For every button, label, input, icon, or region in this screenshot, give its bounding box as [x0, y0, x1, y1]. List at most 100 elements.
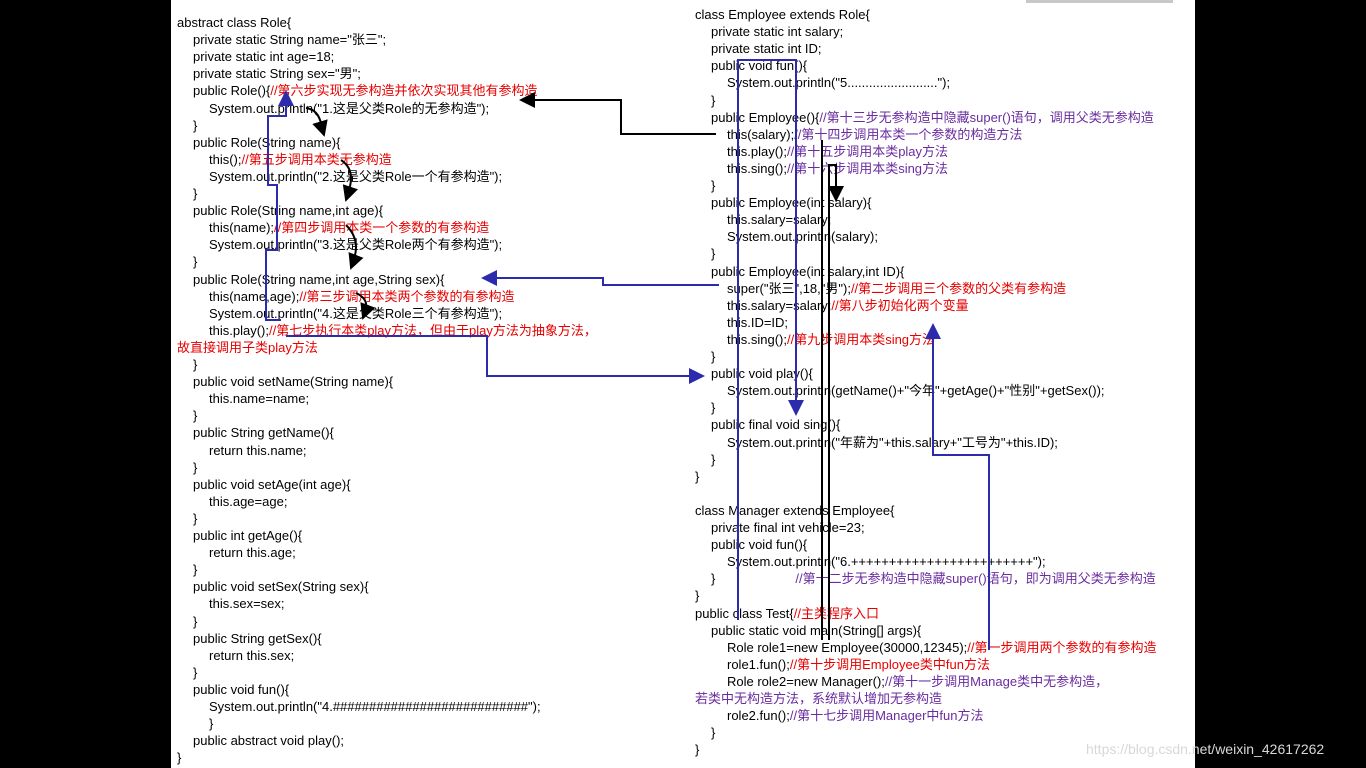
code-line: this(name);//第四步调用本类一个参数的有参构造 [209, 219, 489, 236]
code-line: } [193, 356, 197, 373]
code-text: System.out.println("4.这是父类Role三个有参构造"); [209, 305, 503, 321]
code-line: } [193, 253, 197, 270]
code-line: this.salary=salary;//第八步初始化两个变量 [727, 297, 969, 314]
code-text: public abstract void play(); [193, 733, 345, 749]
slide: abstract class Role{ private static Strin… [171, 0, 1195, 768]
code-text: this.name=name; [209, 391, 310, 407]
code-line: return this.name; [209, 442, 307, 459]
code-text: Role role1=new Employee(30000,12345); [727, 639, 968, 655]
code-text: System.out.println(salary); [727, 229, 878, 245]
code-text: public void play(){ [711, 366, 813, 382]
code-line: public Role(String name,int age){ [193, 202, 383, 219]
code-text: this.play(); [209, 322, 269, 338]
code-line: } [695, 468, 699, 485]
code-line: return this.sex; [209, 647, 294, 664]
code-line: } [177, 749, 181, 766]
code-line: System.out.println(getName()+"今年"+getAge… [727, 382, 1105, 399]
code-text: } [193, 117, 198, 133]
code-line: Role role2=new Manager();//第十一步调用Manage类… [727, 673, 1108, 690]
code-text: } [711, 178, 716, 193]
code-text: } [193, 664, 198, 680]
code-line: this();//第五步调用本类无参构造 [209, 151, 392, 168]
code-line: this.sex=sex; [209, 595, 285, 612]
code-text: private static int salary; [711, 24, 844, 40]
code-line: } [711, 245, 715, 262]
code-line: public class Test{//主类程序入口 [695, 605, 879, 622]
code-text: this(name); [209, 220, 275, 236]
code-comment: //第六步实现无参构造并依次实现其他有参构造 [270, 83, 538, 99]
code-text: return this.name; [209, 442, 307, 458]
code-line: public Employee(){//第十三步无参构造中隐藏super()语句… [711, 109, 1154, 126]
code-text: private static int age=18; [193, 49, 335, 65]
code-comment: //第五步调用本类无参构造 [241, 151, 392, 167]
code-text: public Role(String name,int age){ [193, 203, 384, 219]
code-line: public int getAge(){ [193, 527, 302, 544]
code-text: this.play(); [727, 143, 787, 159]
code-line: System.out.println("3.这是父类Role两个有参构造"); [209, 236, 502, 253]
code-line: System.out.println("1.这是父类Role的无参构造"); [209, 100, 489, 117]
code-text: } [695, 742, 700, 758]
code-line: 若类中无构造方法，系统默认增加无参构造 [695, 690, 942, 707]
code-text: this.sing(); [727, 160, 787, 176]
code-text: abstract class Role{ [177, 15, 292, 30]
code-line: this.salary=salary; [727, 211, 831, 228]
code-comment: //第十五步调用本类play方法 [786, 143, 949, 159]
code-line: public Employee(int salary,int ID){ [711, 263, 904, 280]
code-text: public Employee(int salary){ [711, 195, 872, 211]
code-comment: 故直接调用子类play方法 [177, 339, 318, 355]
code-text: class Employee extends Role{ [695, 7, 870, 22]
code-line: } [695, 741, 699, 758]
code-line: private final int vehicle=23; [711, 519, 865, 536]
code-comment: //第九步调用本类sing方法 [786, 331, 936, 347]
code-text: this(salary); [727, 126, 795, 142]
code-comment: //第十步调用Employee类中fun方法 [789, 656, 990, 672]
code-line: } [711, 399, 715, 416]
code-line: } [711, 92, 715, 109]
code-text: } [193, 510, 198, 526]
code-text: } [193, 357, 198, 372]
code-text: public void fun(){ [711, 537, 808, 553]
code-line: this.sing();//第十六步调用本类sing方法 [727, 160, 948, 177]
code-text: System.out.println(getName()+"今年"+getAge… [727, 383, 1105, 399]
code-line: public void fun(){ [193, 681, 289, 698]
code-line: this.age=age; [209, 493, 287, 510]
code-text: } [711, 349, 716, 364]
code-text: private static String sex="男"; [193, 66, 361, 82]
code-comment: //第一步调用两个参数的有参构造 [967, 639, 1157, 655]
code-text: } [193, 254, 198, 270]
code-text: public void setSex(String sex){ [193, 579, 369, 595]
code-text: public Role(String name){ [193, 134, 341, 150]
code-text: Role role2=new Manager(); [727, 673, 885, 689]
code-line: Role role1=new Employee(30000,12345);//第… [727, 639, 1157, 656]
code-comment: //第三步调用本类两个参数的有参构造 [299, 288, 515, 304]
code-text: } [193, 186, 198, 201]
code-text: } [177, 750, 182, 766]
code-line: }//第十二步无参构造中隐藏super()语句，即为调用父类无参构造 [711, 570, 1156, 587]
code-line: public void fun(){ [711, 57, 807, 74]
code-line: this.play();//第十五步调用本类play方法 [727, 143, 948, 160]
code-comment: //第二步调用三个参数的父类有参构造 [850, 280, 1067, 296]
code-line: public void setSex(String sex){ [193, 578, 369, 595]
code-text: this.sex=sex; [209, 596, 285, 612]
code-comment: //第十二步无参构造中隐藏super()语句，即为调用父类无参构造 [795, 571, 1156, 587]
code-line: } [193, 561, 197, 578]
code-line: class Employee extends Role{ [695, 6, 870, 23]
code-text: this(); [209, 151, 242, 167]
code-text: role2.fun(); [727, 708, 790, 724]
code-line: role1.fun();//第十步调用Employee类中fun方法 [727, 656, 990, 673]
code-text: private static int ID; [711, 41, 822, 57]
code-text: return this.sex; [209, 647, 295, 663]
code-line: public Employee(int salary){ [711, 194, 871, 211]
code-line: } [193, 613, 197, 630]
code-text: public Role(){ [193, 83, 271, 99]
code-line: } [193, 664, 197, 681]
code-line: } [695, 587, 699, 604]
code-text: this.sing(); [727, 331, 787, 347]
code-line: private static int age=18; [193, 48, 334, 65]
code-comment: //第十三步无参构造中隐藏super()语句，调用父类无参构造 [819, 109, 1154, 125]
code-text: this(name,age); [209, 288, 300, 304]
code-text: System.out.println("年薪为"+this.salary+"工号… [727, 434, 1058, 450]
code-text: public String getSex(){ [193, 630, 322, 646]
code-text: public void setAge(int age){ [193, 476, 351, 492]
code-line: } [711, 348, 715, 365]
